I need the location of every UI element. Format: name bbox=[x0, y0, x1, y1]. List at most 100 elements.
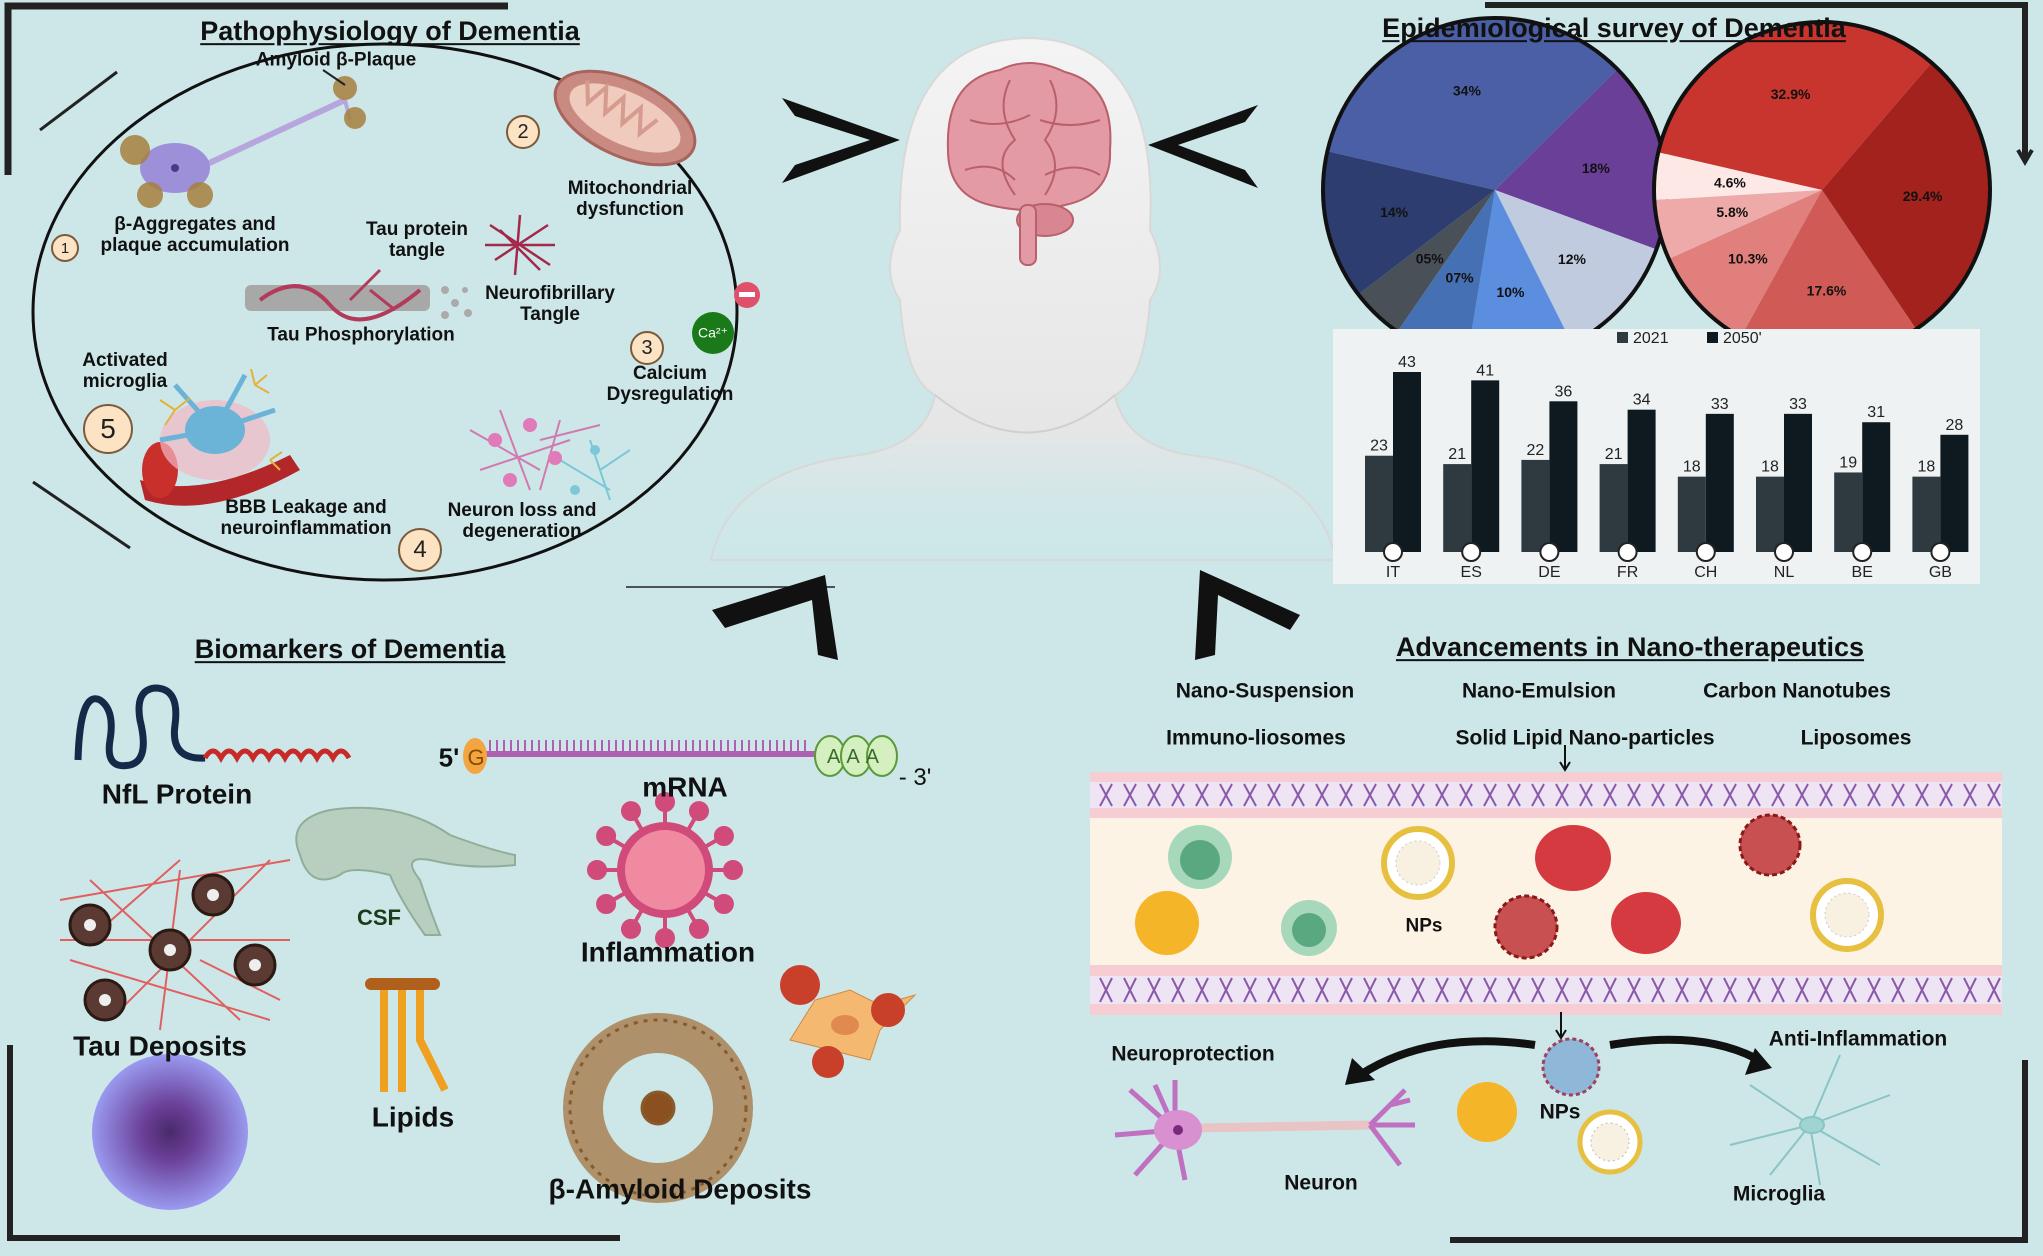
category-label: IT bbox=[1386, 564, 1400, 581]
bar bbox=[1834, 472, 1863, 552]
pie-slice-label: 17.6% bbox=[1807, 283, 1847, 299]
calcium-line2: Dysregulation bbox=[606, 384, 734, 405]
neurofibrillary-tangle-icon bbox=[485, 214, 555, 276]
astrocyte-plaque-icon bbox=[780, 965, 917, 1078]
arrow-right-icon bbox=[782, 98, 900, 183]
bar bbox=[1756, 476, 1784, 552]
legend-swatch bbox=[1617, 332, 1628, 343]
inflammation-label: Inflammation bbox=[580, 936, 756, 968]
calcium-ion-label: Ca²⁺ bbox=[698, 324, 728, 341]
microglia-bbb-illustration bbox=[140, 368, 300, 506]
category-label: DE bbox=[1538, 564, 1560, 581]
flag-icon bbox=[1617, 542, 1638, 562]
pie-slice bbox=[1740, 190, 1917, 358]
pie-slice-label: 12% bbox=[1558, 251, 1587, 267]
category-label: ES bbox=[1461, 564, 1482, 581]
nfl-protein-icon bbox=[74, 684, 352, 770]
bar-value-label: 23 bbox=[1370, 438, 1388, 455]
bar bbox=[1940, 434, 1969, 552]
step-badge-3: 3 bbox=[630, 331, 664, 365]
aggregates-label-line1: β-Aggregates and bbox=[114, 214, 276, 236]
category-label: BE bbox=[1852, 564, 1873, 581]
bbb-line1: BBB Leakage and bbox=[225, 497, 387, 519]
tau-tangle-line2: tangle bbox=[389, 240, 445, 261]
nano-type-label: Nano-Emulsion bbox=[1461, 679, 1617, 703]
tau-phosphorylation-label: Tau Phosphorylation bbox=[267, 324, 455, 346]
category-label: CH bbox=[1694, 564, 1717, 581]
pie-slice bbox=[1358, 190, 1495, 332]
pie-slice-label: 18% bbox=[1582, 160, 1611, 176]
bar-value-label: 28 bbox=[1946, 417, 1964, 434]
bar-value-label: 19 bbox=[1839, 454, 1857, 471]
amyloid-deposit-icon bbox=[563, 1013, 753, 1203]
arrow-left-icon bbox=[1148, 105, 1258, 188]
mrna-tail: AAA bbox=[826, 746, 886, 768]
pie-slice-label: 32.9% bbox=[1771, 86, 1811, 102]
bar bbox=[1627, 409, 1656, 552]
bar-value-label: 43 bbox=[1398, 354, 1416, 371]
bar-value-label: 18 bbox=[1683, 459, 1701, 476]
category-label: NL bbox=[1774, 564, 1795, 581]
bar-value-label: 34 bbox=[1633, 392, 1651, 409]
neuron-icon bbox=[1114, 1080, 1415, 1181]
neuron-loss-line1: Neuron loss and bbox=[447, 500, 597, 522]
pie-slice bbox=[1327, 17, 1618, 190]
pie-slice-label: 14% bbox=[1380, 204, 1409, 220]
pie-slice bbox=[1668, 190, 1822, 338]
mito-line1: Mitochondrial bbox=[567, 178, 693, 200]
bar-value-label: 41 bbox=[1476, 362, 1494, 379]
nps-vessel-label: NPs bbox=[1405, 915, 1443, 937]
pie-slice-label: 10.3% bbox=[1728, 250, 1768, 266]
tau-deposits-icon bbox=[59, 859, 291, 1031]
mrna-icon bbox=[463, 735, 898, 777]
legend-label: 2021 bbox=[1633, 330, 1669, 347]
pie-slice-label: 34% bbox=[1453, 83, 1482, 99]
purple-sphere-icon bbox=[92, 1054, 248, 1210]
bar-value-label: 36 bbox=[1555, 383, 1573, 400]
nano-type-label: Immuno-liosomes bbox=[1166, 726, 1346, 750]
pie-charts: 34%18%12%10%07%05%14%32.9%29.4%17.6%10.3… bbox=[1321, 16, 1992, 364]
pie-slice-label: 29.4% bbox=[1903, 188, 1943, 204]
carbon-nanotube-ball-icon bbox=[1493, 894, 1559, 960]
step-badge-4: 4 bbox=[398, 528, 442, 572]
aggregates-label-line2: plaque accumulation bbox=[100, 235, 290, 256]
amyloid-plaque-label: Amyloid β-Plaque bbox=[255, 49, 417, 71]
pie-slice-label: 4.6% bbox=[1714, 174, 1746, 190]
calcium-ion-icon bbox=[692, 312, 734, 354]
csf-ventricle-icon bbox=[295, 806, 516, 936]
amyloid-deposits-label: β-Amyloid Deposits bbox=[548, 1173, 812, 1205]
step-badge-1: 1 bbox=[51, 234, 79, 262]
arrow-up-icon bbox=[1195, 570, 1300, 660]
pathophysiology-title: Pathophysiology of Dementia bbox=[200, 16, 580, 47]
arrow-up-icon bbox=[712, 575, 838, 660]
human-head-illustration bbox=[709, 36, 1337, 561]
bar bbox=[1784, 413, 1812, 552]
red-blood-cell-icon bbox=[1611, 892, 1681, 954]
amyloid-neuron-illustration bbox=[120, 69, 366, 208]
bar-value-label: 31 bbox=[1867, 404, 1885, 421]
flag-icon bbox=[1930, 542, 1951, 562]
category-label: GB bbox=[1929, 564, 1952, 581]
pie-slice bbox=[1397, 190, 1495, 360]
neuron-label: Neuron bbox=[1284, 1171, 1358, 1195]
curved-arrow-icons bbox=[1345, 1035, 1772, 1085]
mrna-label: mRNA bbox=[642, 771, 728, 803]
pie-slice-label: 10% bbox=[1496, 284, 1525, 300]
carbon-nanotube-ball-icon bbox=[1738, 813, 1802, 877]
microglia-label-nano: Microglia bbox=[1732, 1182, 1826, 1206]
microglia-line2: microglia bbox=[82, 371, 168, 392]
pie-slice bbox=[1323, 151, 1495, 295]
bar-value-label: 21 bbox=[1605, 446, 1623, 463]
nanoparticle-ball-icon bbox=[1541, 1037, 1601, 1097]
nfl-protein-label: NfL Protein bbox=[101, 778, 253, 810]
mrna-cap: G bbox=[467, 744, 485, 770]
bar-value-label: 33 bbox=[1789, 396, 1807, 413]
nano-title: Advancements in Nano-therapeutics bbox=[1395, 632, 1865, 663]
blood-vessel-illustration bbox=[1090, 772, 2002, 1015]
